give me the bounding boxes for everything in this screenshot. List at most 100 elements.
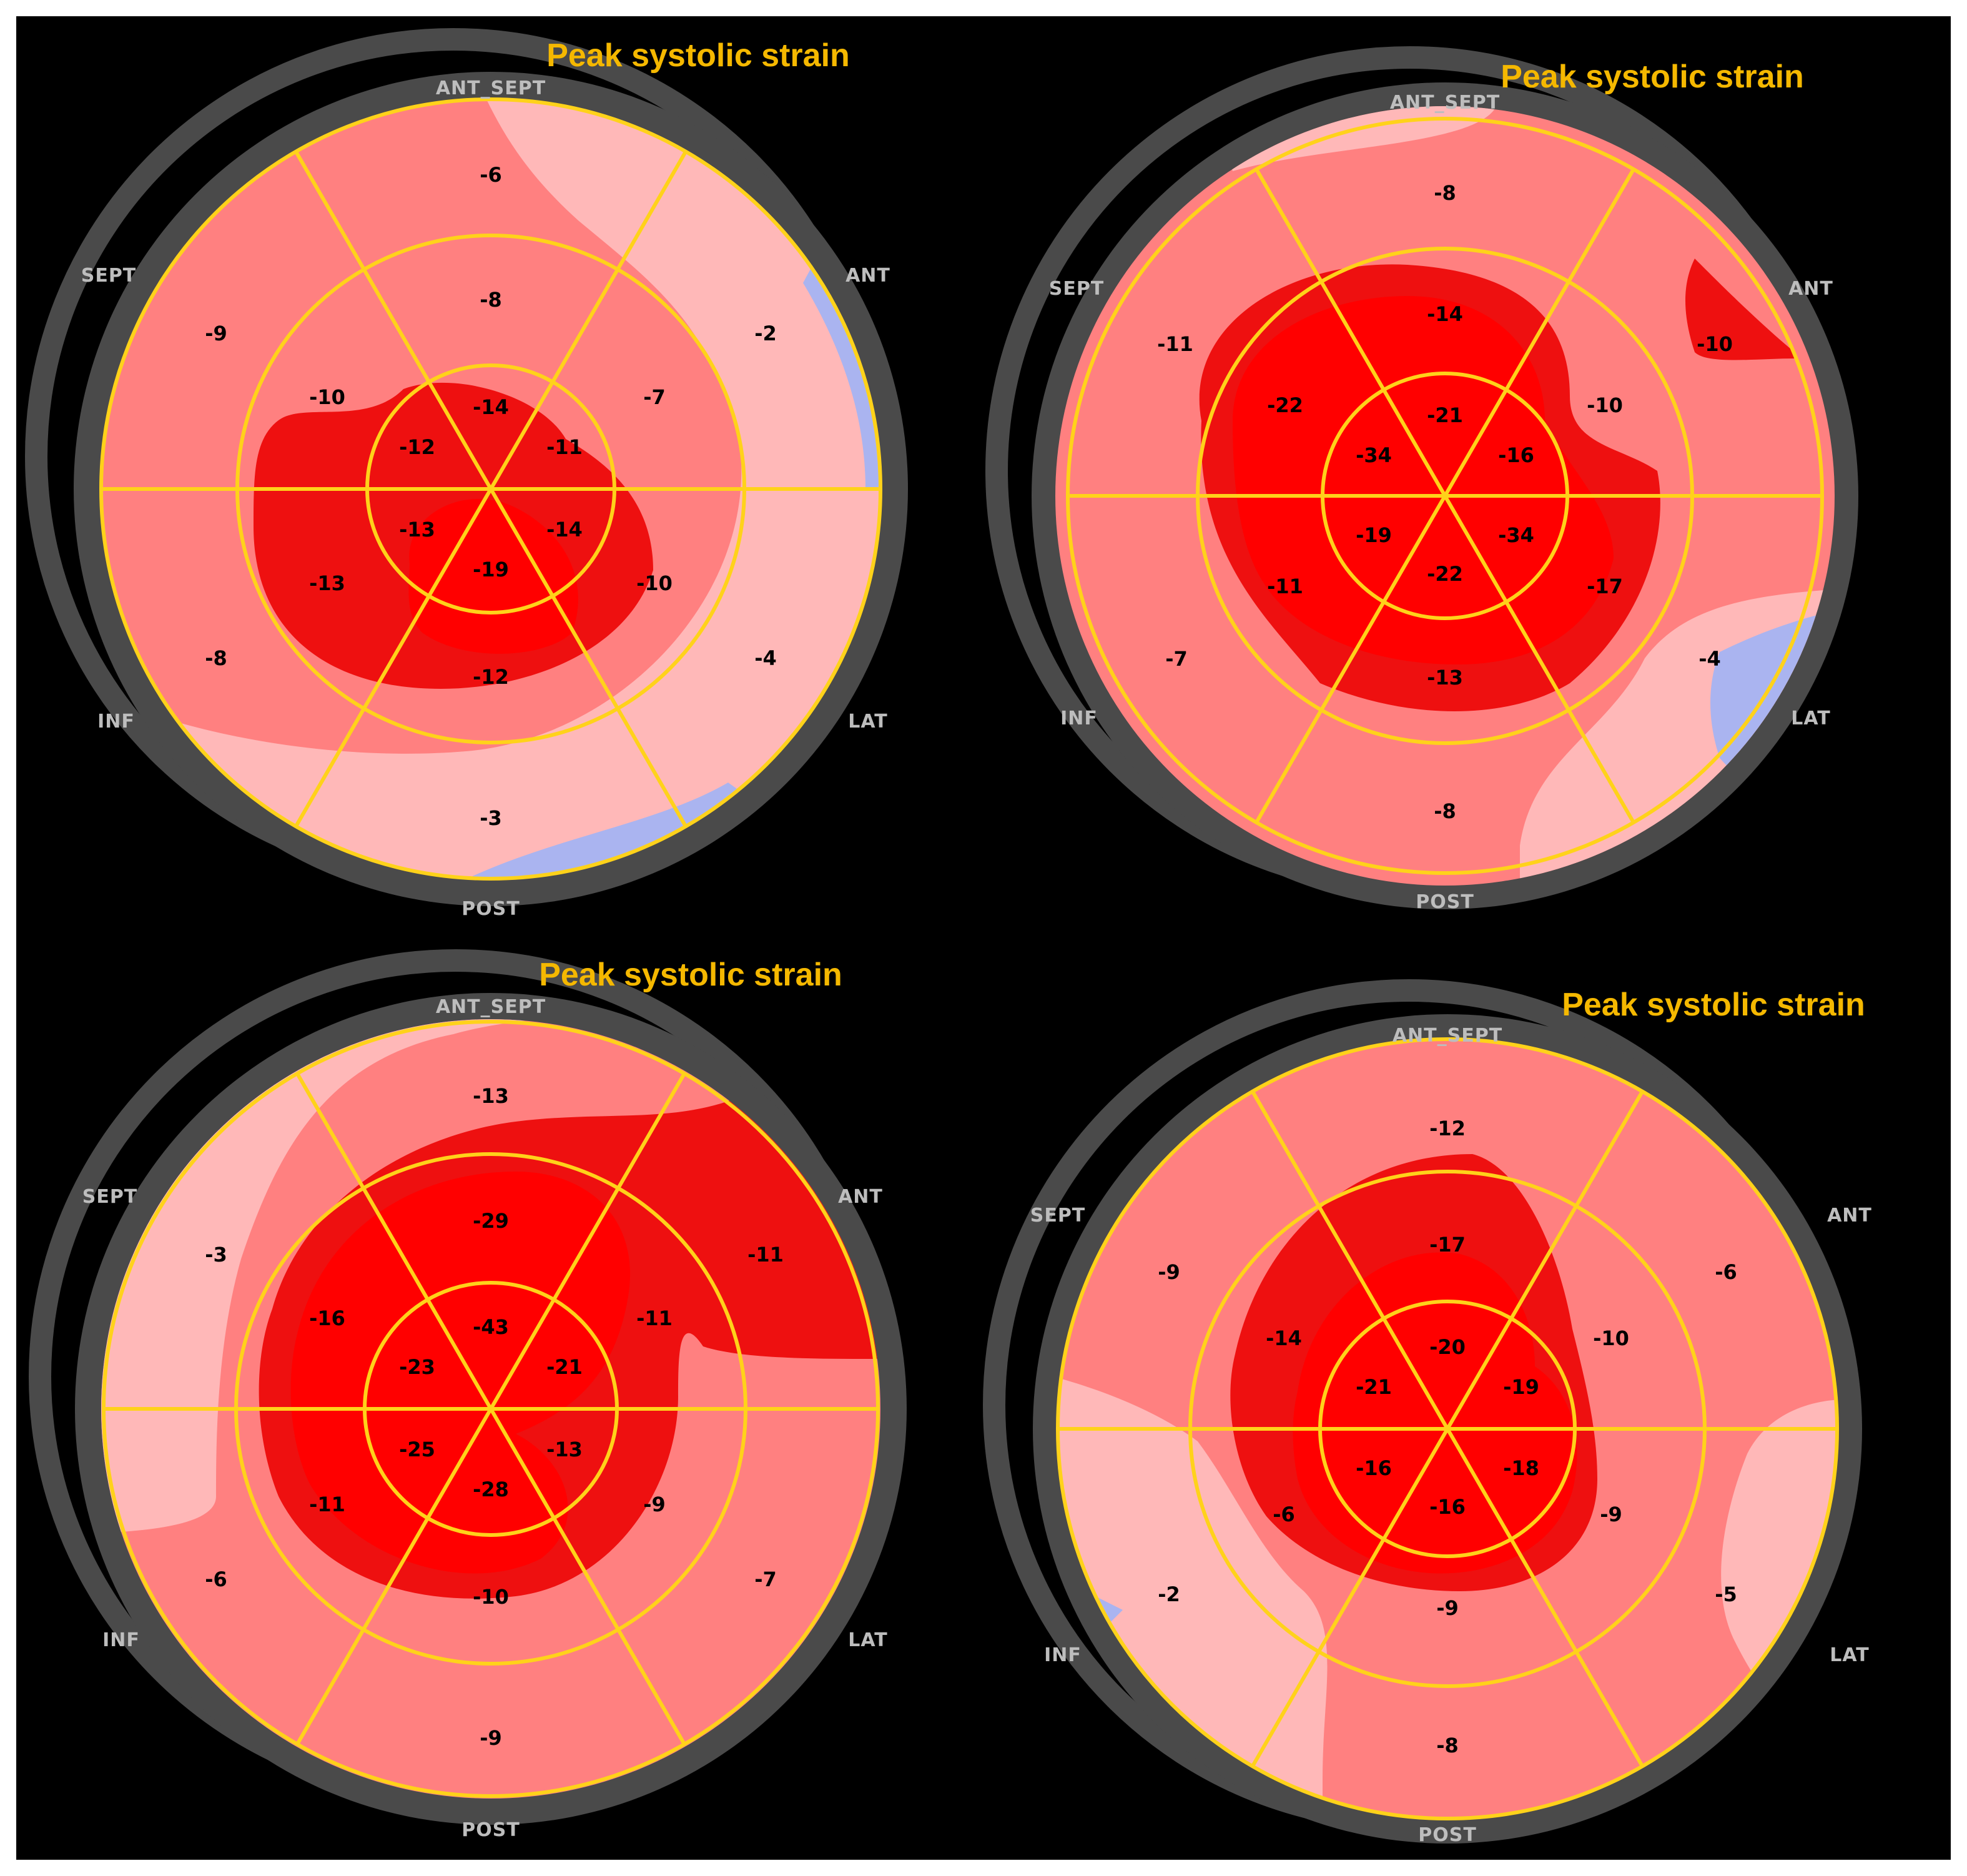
panel-bottom-right: ANT_SEPT SEPT ANT INF LAT POST -12 -6 -5…	[983, 979, 1872, 1846]
apical-sept: -34	[1356, 443, 1392, 467]
dir-sept: SEPT	[81, 265, 137, 287]
mid-ant: -10	[1593, 1326, 1629, 1350]
panel-title: Peak systolic strain	[539, 957, 842, 993]
dir-inf: INF	[102, 1629, 140, 1651]
dir-lat: LAT	[848, 1629, 887, 1651]
apical-inf: -25	[399, 1438, 435, 1461]
basal-ant-sept: -8	[1434, 181, 1456, 205]
basal-sept: -11	[1157, 332, 1193, 356]
basal-ant: -10	[1697, 332, 1733, 356]
segment-grid	[1066, 117, 1824, 875]
mid-sept: -14	[1266, 1326, 1302, 1350]
dir-post: POST	[461, 898, 520, 920]
dir-post: POST	[461, 1819, 520, 1841]
mid-ant: -11	[636, 1306, 673, 1330]
dir-ant: ANT	[1827, 1205, 1872, 1227]
panel-title: Peak systolic strain	[546, 37, 850, 74]
dir-inf: INF	[97, 711, 135, 733]
basal-post: -8	[1436, 1734, 1459, 1757]
apical-ant: -19	[1503, 1375, 1539, 1399]
mid-ant-sept: -8	[480, 288, 502, 312]
basal-sept: -9	[1158, 1260, 1180, 1284]
dir-ant-sept: ANT_SEPT	[1390, 92, 1500, 114]
apical-post: -22	[1427, 562, 1463, 586]
mid-post: -10	[473, 1585, 509, 1609]
segment-grid	[1056, 1037, 1839, 1820]
mid-ant-sept: -17	[1429, 1233, 1466, 1256]
basal-lat: -4	[1698, 647, 1721, 671]
dir-ant-sept: ANT_SEPT	[436, 77, 546, 99]
apical-sept: -12	[399, 435, 435, 459]
dir-ant: ANT	[1788, 278, 1833, 300]
mid-lat: -10	[636, 571, 673, 595]
apical-ant-sept: -43	[473, 1315, 509, 1339]
dir-post: POST	[1416, 891, 1474, 913]
apical-ant: -21	[546, 1355, 583, 1379]
mid-sept: -16	[309, 1306, 345, 1330]
dir-sept: SEPT	[1049, 278, 1105, 300]
apical-sept: -21	[1356, 1375, 1392, 1399]
mid-lat: -9	[1600, 1503, 1622, 1526]
mid-inf: -13	[309, 571, 345, 595]
basal-inf: -6	[205, 1567, 227, 1591]
basal-inf: -7	[1165, 647, 1188, 671]
basal-inf: -2	[1158, 1582, 1180, 1606]
panel-title: Peak systolic strain	[1562, 987, 1865, 1023]
apical-ant-sept: -20	[1429, 1335, 1466, 1359]
dir-inf: INF	[1044, 1644, 1082, 1666]
panel-top-left: ANT_SEPT SEPT ANT INF LAT POST -6 -2 -4 …	[25, 28, 908, 920]
panel-title: Peak systolic strain	[1501, 59, 1804, 95]
basal-inf: -8	[205, 646, 227, 670]
dir-lat: LAT	[1791, 708, 1830, 729]
basal-post: -8	[1434, 799, 1456, 823]
apical-ant: -16	[1498, 443, 1534, 467]
mid-post: -13	[1427, 666, 1463, 689]
apical-inf: -16	[1356, 1456, 1392, 1480]
figure-frame: ANT_SEPT SEPT ANT INF LAT POST -6 -2 -4 …	[16, 16, 1951, 1860]
basal-ant: -2	[754, 322, 777, 345]
mid-inf: -6	[1273, 1503, 1295, 1526]
mid-sept: -22	[1267, 393, 1303, 417]
zone-positive	[1098, 1597, 1123, 1622]
mid-post: -12	[473, 665, 509, 689]
basal-ant-sept: -12	[1429, 1117, 1466, 1140]
basal-ant: -11	[747, 1243, 784, 1266]
mid-post: -9	[1436, 1596, 1459, 1620]
zone-very-high	[1233, 296, 1614, 664]
mid-inf: -11	[309, 1493, 345, 1516]
zone-very-high	[290, 1172, 631, 1574]
apical-lat: -34	[1498, 523, 1534, 547]
basal-ant-sept: -6	[480, 163, 502, 187]
basal-lat: -5	[1715, 1582, 1737, 1606]
basal-post: -3	[480, 806, 502, 830]
mid-sept: -10	[309, 385, 345, 409]
mid-lat: -17	[1587, 575, 1623, 598]
apical-ant: -11	[546, 435, 583, 459]
basal-sept: -9	[205, 322, 227, 345]
segment-grid	[99, 97, 882, 881]
mid-ant: -10	[1587, 393, 1623, 417]
mid-inf: -11	[1267, 575, 1303, 598]
panel-bottom-left: ANT_SEPT SEPT ANT INF LAT POST -13 -11 -…	[29, 949, 907, 1841]
zone-very-high	[408, 498, 578, 654]
zone-high	[1685, 259, 1795, 360]
basal-sept: -3	[205, 1243, 227, 1266]
basal-ant: -6	[1715, 1260, 1737, 1284]
dir-lat: LAT	[1830, 1644, 1869, 1666]
dir-ant-sept: ANT_SEPT	[436, 996, 546, 1018]
basal-post: -9	[480, 1726, 502, 1750]
apical-lat: -13	[546, 1438, 583, 1461]
dir-lat: LAT	[848, 711, 887, 733]
dir-ant: ANT	[838, 1186, 883, 1208]
apical-inf: -19	[1356, 523, 1392, 547]
mid-ant-sept: -29	[473, 1209, 509, 1233]
apical-post: -28	[473, 1478, 509, 1501]
dir-inf: INF	[1060, 708, 1098, 729]
apical-lat: -14	[546, 518, 583, 541]
apical-sept: -23	[399, 1355, 435, 1379]
basal-ant-sept: -13	[473, 1084, 509, 1108]
dir-ant-sept: ANT_SEPT	[1393, 1025, 1502, 1047]
mid-ant: -7	[643, 385, 666, 409]
panel-top-right: ANT_SEPT SEPT ANT INF LAT POST -8 -10 -4…	[985, 46, 1858, 913]
dir-post: POST	[1418, 1824, 1477, 1846]
